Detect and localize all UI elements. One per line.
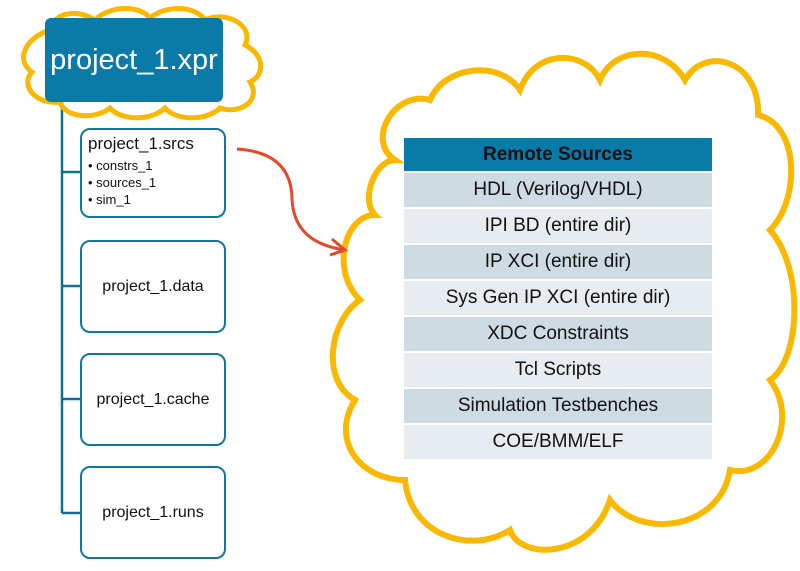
srcs-label: project_1.srcs [88, 134, 194, 153]
srcs-item: sources_1 [88, 174, 218, 191]
project-file-node: project_1.xpr [45, 18, 223, 102]
remote-source-row: Tcl Scripts [404, 353, 712, 387]
srcs-item: sim_1 [88, 191, 218, 208]
tree-connectors [60, 100, 80, 515]
remote-source-row: Sys Gen IP XCI (entire dir) [404, 281, 712, 315]
remote-source-row: XDC Constraints [404, 317, 712, 351]
tree-node-data: project_1.data [80, 240, 226, 333]
remote-cloud-outline [329, 50, 798, 553]
remote-source-row: IP XCI (entire dir) [404, 245, 712, 279]
remote-sources-table: Remote Sources HDL (Verilog/VHDL) IPI BD… [404, 138, 712, 461]
remote-source-row: HDL (Verilog/VHDL) [404, 173, 712, 207]
remote-source-row: COE/BMM/ELF [404, 425, 712, 459]
tree-node-srcs: project_1.srcs constrs_1 sources_1 sim_1 [80, 128, 226, 218]
tree-node-cache: project_1.cache [80, 353, 226, 446]
remote-sources-header: Remote Sources [404, 138, 712, 171]
remote-source-row: IPI BD (entire dir) [404, 209, 712, 243]
project-file-label: project_1.xpr [50, 43, 218, 76]
cache-label: project_1.cache [96, 390, 210, 408]
srcs-item: constrs_1 [88, 157, 218, 174]
tree-node-runs: project_1.runs [80, 466, 226, 559]
arrow-head-icon [329, 237, 349, 257]
arrow-connector [236, 147, 346, 252]
remote-source-row: Simulation Testbenches [404, 389, 712, 423]
data-label: project_1.data [102, 277, 204, 295]
runs-label: project_1.runs [102, 503, 204, 521]
srcs-items: constrs_1 sources_1 sim_1 [88, 157, 218, 208]
